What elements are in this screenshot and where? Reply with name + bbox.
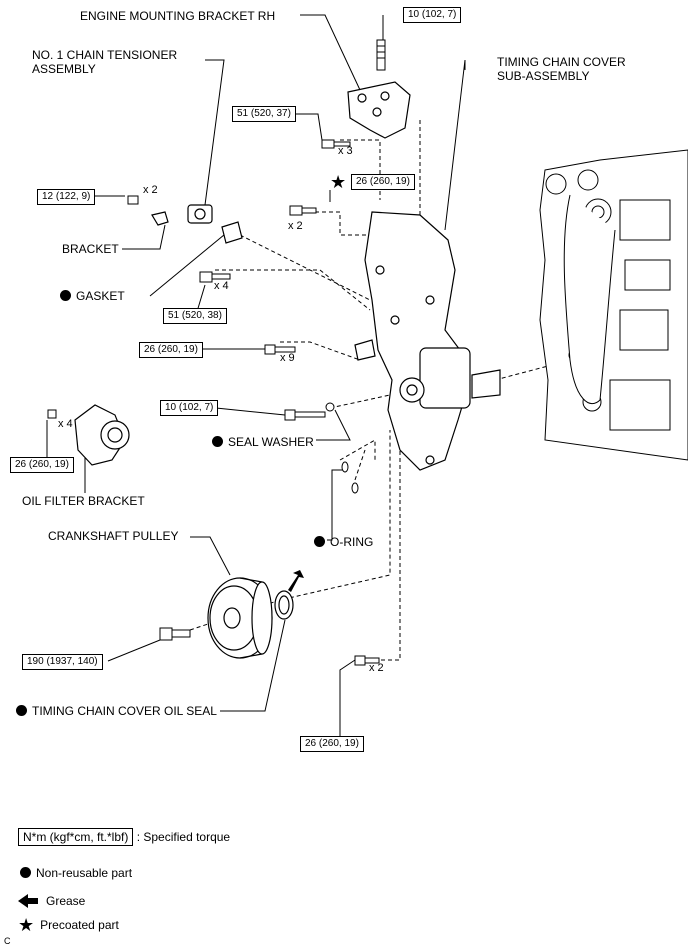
legend-torque-desc: : Specified torque — [136, 830, 231, 844]
label-seal-washer: SEAL WASHER — [212, 435, 314, 449]
timing-chain-cover — [354, 211, 501, 471]
legend-non-reusable: Non-reusable part — [20, 866, 132, 880]
timing-chain-cover-oil-seal — [274, 590, 294, 620]
label-timing-chain-cover: TIMING CHAIN COVER SUB-ASSEMBLY — [497, 55, 626, 83]
label-oil-filter-bracket: OIL FILTER BRACKET — [22, 494, 145, 508]
grease-arrow-icon — [18, 894, 28, 908]
crankshaft-pulley — [207, 577, 273, 659]
label-engine-mounting-bracket: ENGINE MOUNTING BRACKET RH — [80, 9, 276, 23]
quantity-label: x 9 — [280, 352, 295, 364]
corner-code: C — [4, 936, 11, 946]
legend-torque: N*m (kgf*cm, ft.*lbf) : Specified torque — [18, 828, 231, 846]
precoated-star-icon: ★ — [330, 172, 347, 192]
label-timing-chain-cover-oil-seal: TIMING CHAIN COVER OIL SEAL — [16, 704, 217, 718]
quantity-label: x 2 — [369, 662, 384, 674]
legend-grease: Grease — [18, 894, 85, 908]
torque-box: 10 (102, 7) — [160, 400, 219, 416]
torque-box: 12 (122, 9) — [37, 189, 96, 205]
quantity-label: x 4 — [214, 280, 229, 292]
oil-filter-bracket — [74, 404, 130, 466]
grease-arrow-icon — [288, 570, 304, 592]
torque-box: 51 (520, 37) — [232, 106, 296, 122]
torque-box: 51 (520, 38) — [163, 308, 227, 324]
quantity-label: x 2 — [143, 184, 158, 196]
label-chain-tensioner: NO. 1 CHAIN TENSIONER ASSEMBLY — [32, 48, 178, 76]
torque-box: 26 (260, 19) — [139, 342, 203, 358]
quantity-label: x 2 — [288, 220, 303, 232]
torque-box: 26 (260, 19) — [10, 457, 74, 473]
torque-box: 190 (1937, 140) — [22, 654, 103, 670]
label-gasket: GASKET — [60, 289, 125, 303]
legend-precoated: ★Precoated part — [18, 915, 119, 935]
precoated-star-icon: ★ — [18, 915, 35, 935]
legend-torque-unit: N*m (kgf*cm, ft.*lbf) — [18, 828, 134, 846]
non-reusable-dot-icon — [212, 436, 223, 447]
quantity-label: x 3 — [338, 145, 353, 157]
torque-box: 10 (102, 7) — [403, 7, 462, 23]
label-bracket: BRACKET — [62, 242, 119, 256]
non-reusable-dot-icon — [60, 290, 71, 301]
non-reusable-dot-icon — [20, 867, 31, 878]
engine-block — [539, 149, 688, 461]
torque-box: 26 (260, 19) — [351, 174, 415, 190]
label-crankshaft-pulley: CRANKSHAFT PULLEY — [48, 529, 179, 543]
label-o-ring: O-RING — [314, 535, 373, 549]
torque-box: 26 (260, 19) — [300, 736, 364, 752]
engine-mounting-bracket — [347, 81, 411, 139]
non-reusable-dot-icon — [16, 705, 27, 716]
quantity-label: x 4 — [58, 418, 73, 430]
non-reusable-dot-icon — [314, 536, 325, 547]
